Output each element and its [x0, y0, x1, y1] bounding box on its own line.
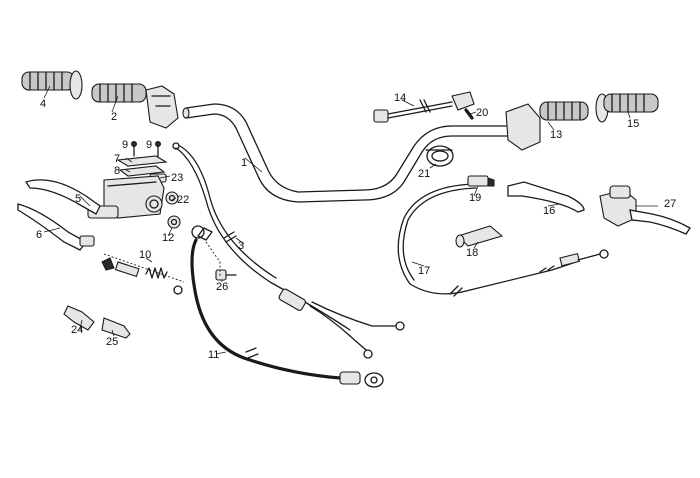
part-9-screws[interactable]: [131, 141, 161, 157]
callout-21: 21: [418, 168, 430, 180]
callout-26: 26: [216, 281, 228, 293]
part-25-cap[interactable]: [101, 317, 131, 339]
callout-4: 4: [40, 98, 46, 110]
callout-labels: 1 2 3 4 5 6 7 8 9 9 10 11 12 13 14 15 16…: [36, 92, 676, 361]
callout-25: 25: [106, 336, 118, 348]
callout-13: 13: [550, 129, 562, 141]
callout-17: 17: [418, 265, 430, 277]
part-24-adjuster[interactable]: [63, 305, 95, 331]
callout-12: 12: [162, 232, 174, 244]
callout-19: 19: [469, 192, 481, 204]
part-4-left-grip[interactable]: [21, 70, 83, 100]
part-27-clutch-lever-assembly[interactable]: [599, 185, 691, 235]
part-2-throttle-grip[interactable]: [91, 83, 179, 129]
callout-5: 5: [75, 193, 81, 205]
part-22-washer[interactable]: [165, 191, 179, 205]
part-1-handlebar[interactable]: [182, 103, 521, 203]
callout-16: 16: [543, 205, 555, 217]
callout-7: 7: [114, 153, 120, 165]
part-3-throttle-cable[interactable]: [172, 142, 405, 359]
part-15-right-grip[interactable]: [595, 93, 659, 123]
callout-10: 10: [139, 249, 151, 261]
callout-23: 23: [171, 172, 183, 184]
part-13-switch-housing[interactable]: [505, 101, 589, 151]
callout-11: 11: [208, 349, 219, 361]
callout-20: 20: [476, 107, 488, 119]
leader-lines: [43, 85, 658, 355]
callout-14: 14: [394, 92, 406, 104]
part-18-sleeve[interactable]: [455, 225, 504, 248]
part-17-clutch-cable[interactable]: [397, 183, 609, 297]
callout-27: 27: [664, 198, 676, 210]
callout-2: 2: [111, 111, 117, 123]
part-20-screw[interactable]: [464, 108, 474, 120]
callout-22: 22: [177, 194, 189, 206]
callout-24: 24: [71, 324, 83, 336]
part-26-banjo-bolt[interactable]: [215, 269, 237, 281]
part-8-diaphragm[interactable]: [118, 165, 166, 177]
part-11-brake-hose[interactable]: [190, 225, 384, 388]
callout-8: 8: [114, 165, 120, 177]
part-14-kill-switch[interactable]: [373, 91, 475, 123]
callout-3: 3: [238, 240, 244, 252]
part-19-cable-adjuster[interactable]: [467, 175, 495, 187]
part-10-adjuster-assembly[interactable]: [101, 253, 185, 295]
callout-1: 1: [241, 157, 247, 169]
part-21-cable-clamp[interactable]: [425, 145, 454, 167]
part-5-front-brake-lever-assembly[interactable]: [24, 175, 165, 219]
part-16-lever[interactable]: [507, 181, 585, 213]
callout-9a: 9: [122, 139, 128, 151]
part-7-reservoir-cover[interactable]: [116, 155, 168, 167]
part-6-clutch-lever[interactable]: [17, 203, 95, 251]
callout-15: 15: [627, 118, 639, 130]
part-12-washer[interactable]: [167, 215, 181, 229]
callout-6: 6: [36, 229, 42, 241]
callout-9b: 9: [146, 139, 152, 151]
callout-18: 18: [466, 247, 478, 259]
